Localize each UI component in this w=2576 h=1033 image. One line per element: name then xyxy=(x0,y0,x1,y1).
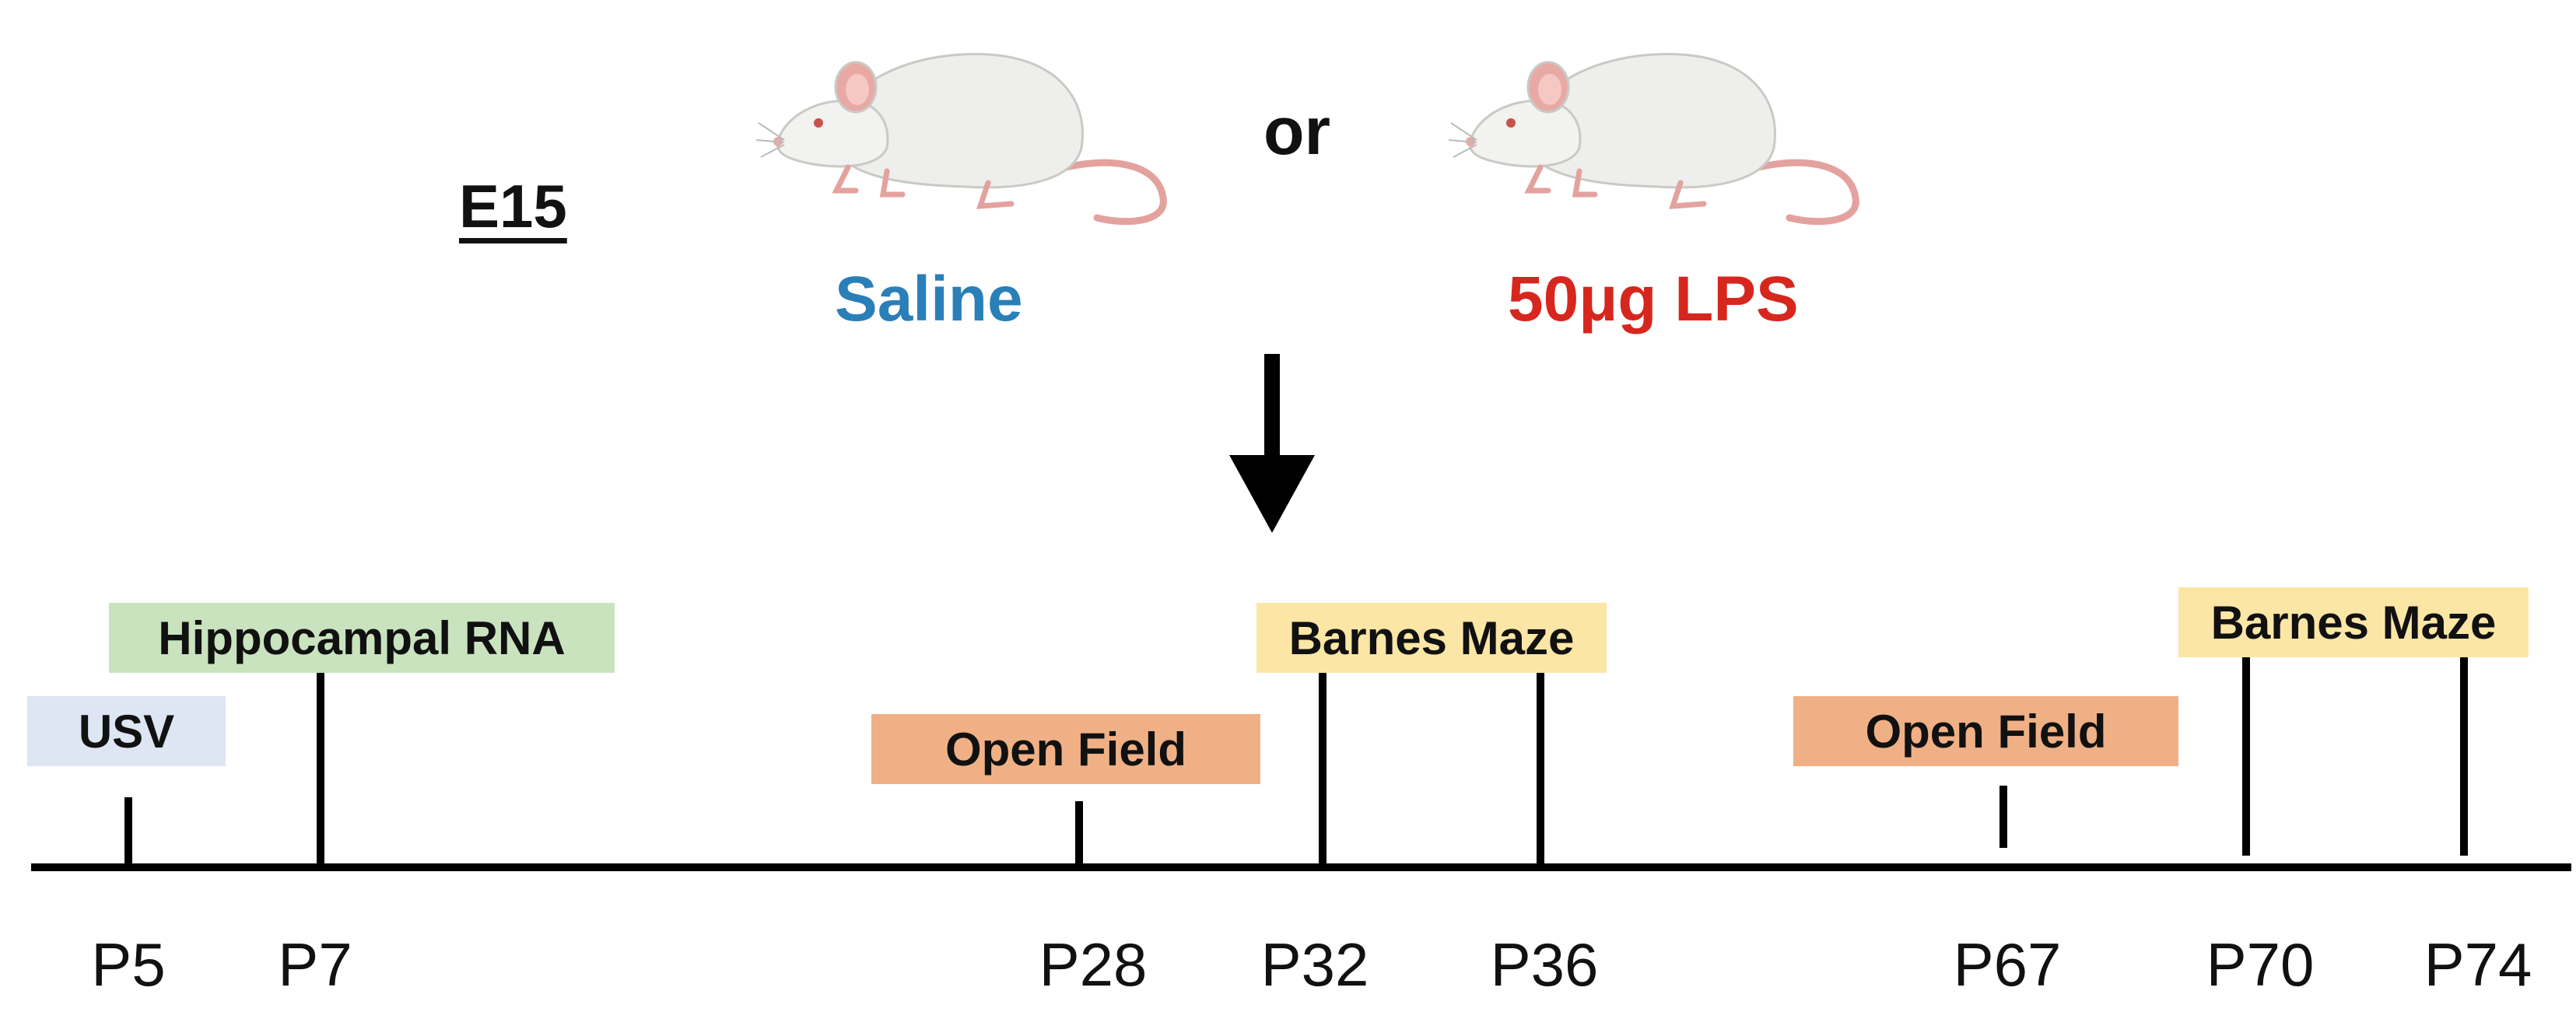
conjunction-label: or xyxy=(1263,94,1330,169)
timeline-tick xyxy=(1319,673,1327,867)
mouse-saline-icon xyxy=(755,31,1190,233)
event-box-open-field-1: Open Field xyxy=(871,714,1260,784)
day-label: P70 xyxy=(2206,930,2315,999)
mouse-lps-icon xyxy=(1447,31,1883,233)
saline-group-label: Saline xyxy=(835,264,1023,334)
day-label: P7 xyxy=(278,930,352,999)
timeline-tick xyxy=(124,797,132,867)
timeline-tick xyxy=(1537,673,1544,867)
day-label: P74 xyxy=(2424,930,2532,999)
timepoint-label: E15 xyxy=(459,172,567,240)
timeline-tick xyxy=(1075,801,1083,867)
timeline-tick xyxy=(2460,657,2468,856)
event-box-barnes-maze-1: Barnes Maze xyxy=(1256,603,1607,673)
day-label: P36 xyxy=(1490,930,1599,999)
down-arrow-icon xyxy=(1229,354,1315,533)
day-label: P67 xyxy=(1953,930,2062,999)
day-label: P32 xyxy=(1260,930,1369,999)
event-box-open-field-2: Open Field xyxy=(1793,696,2178,766)
event-box-usv: USV xyxy=(27,696,226,766)
day-label: P5 xyxy=(91,930,166,999)
event-box-barnes-maze-2: Barnes Maze xyxy=(2178,587,2529,657)
event-box-hippocampal-rna: Hippocampal RNA xyxy=(109,603,615,673)
timeline-tick xyxy=(2242,657,2250,856)
timeline-axis xyxy=(31,863,2571,871)
timeline-tick xyxy=(1999,786,2007,848)
timeline-tick xyxy=(317,673,324,867)
lps-group-label: 50μg LPS xyxy=(1508,264,1799,334)
day-label: P28 xyxy=(1039,930,1148,999)
